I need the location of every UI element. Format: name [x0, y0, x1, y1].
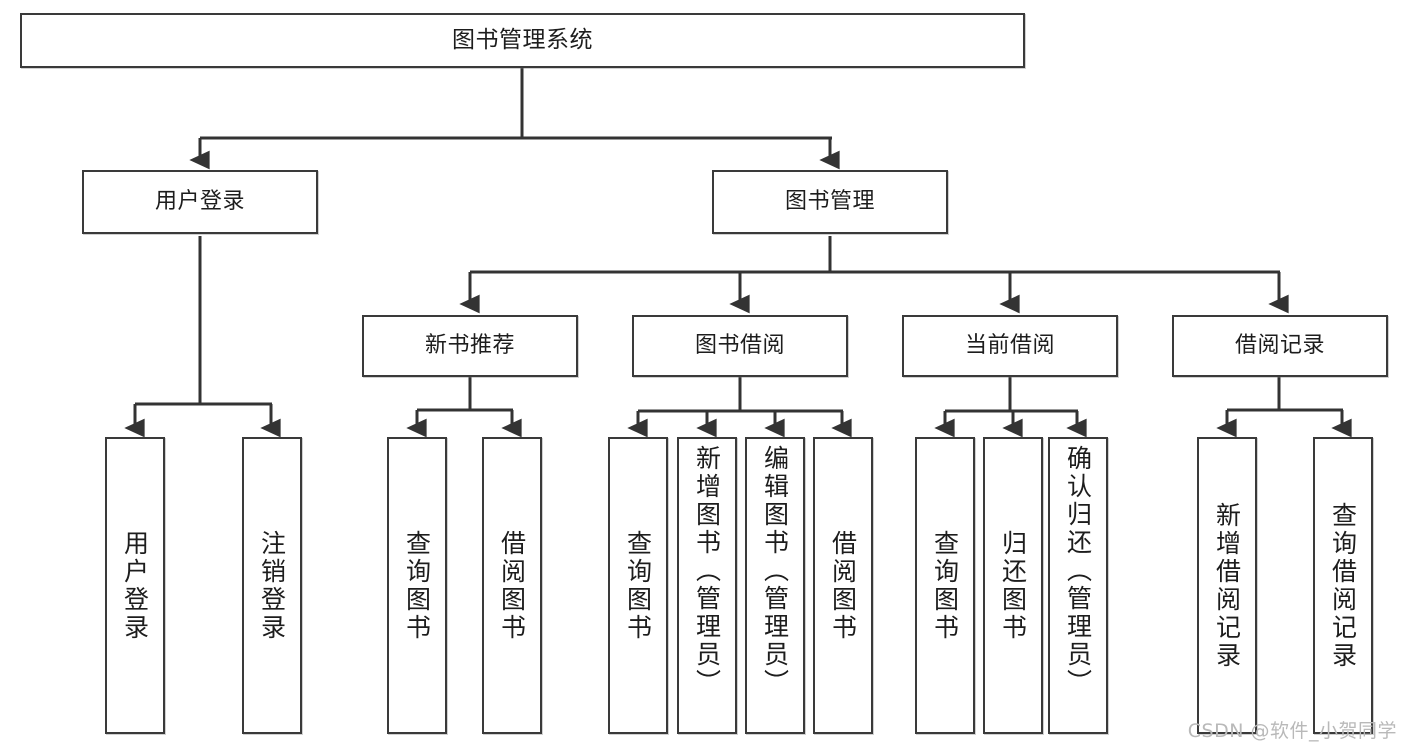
node-root-book-management-system[interactable]: 图书管理系统	[20, 13, 1025, 68]
node-user-login-label: 用户登录	[154, 189, 245, 215]
leaf-borrow-book-2[interactable]: 借阅图书	[813, 437, 873, 734]
leaf-return-book-label: 归还图书	[998, 529, 1028, 642]
leaf-query-record[interactable]: 查询借阅记录	[1313, 437, 1373, 734]
node-book-manage[interactable]: 图书管理	[712, 170, 948, 234]
leaf-confirm-return[interactable]: 确认归还（管理员）	[1048, 437, 1108, 734]
node-new-book-recommend[interactable]: 新书推荐	[362, 315, 578, 377]
node-new-book-recommend-label: 新书推荐	[424, 333, 515, 359]
leaf-borrow-book-2-label: 借阅图书	[828, 529, 858, 642]
leaf-query-record-label: 查询借阅记录	[1328, 501, 1358, 670]
leaf-add-book[interactable]: 新增图书（管理员）	[677, 437, 737, 734]
leaf-borrow-book-1[interactable]: 借阅图书	[482, 437, 542, 734]
leaf-edit-book-label: 编辑图书（管理员）	[760, 445, 790, 697]
leaf-borrow-book-1-label: 借阅图书	[497, 529, 527, 642]
node-current-borrow-label: 当前借阅	[964, 333, 1055, 359]
leaf-logout-login[interactable]: 注销登录	[242, 437, 302, 734]
leaf-add-book-label: 新增图书（管理员）	[692, 445, 722, 697]
leaf-add-record-label: 新增借阅记录	[1212, 501, 1242, 670]
leaf-add-record[interactable]: 新增借阅记录	[1197, 437, 1257, 734]
leaf-logout-login-label: 注销登录	[257, 529, 287, 642]
leaf-return-book[interactable]: 归还图书	[983, 437, 1043, 734]
leaf-edit-book[interactable]: 编辑图书（管理员）	[745, 437, 805, 734]
leaf-query-book-3-label: 查询图书	[930, 529, 960, 642]
node-root-label: 图书管理系统	[452, 27, 593, 54]
leaf-user-login[interactable]: 用户登录	[105, 437, 165, 734]
leaf-user-login-label: 用户登录	[120, 529, 150, 642]
leaf-query-book-3[interactable]: 查询图书	[915, 437, 975, 734]
node-user-login[interactable]: 用户登录	[82, 170, 318, 234]
leaf-query-book-1-label: 查询图书	[402, 529, 432, 642]
leaf-confirm-return-label: 确认归还（管理员）	[1063, 445, 1093, 697]
leaf-query-book-1[interactable]: 查询图书	[387, 437, 447, 734]
node-borrow-record-label: 借阅记录	[1234, 333, 1325, 359]
node-borrow-record[interactable]: 借阅记录	[1172, 315, 1388, 377]
node-current-borrow[interactable]: 当前借阅	[902, 315, 1118, 377]
node-book-borrow[interactable]: 图书借阅	[632, 315, 848, 377]
node-book-borrow-label: 图书借阅	[694, 333, 785, 359]
node-book-manage-label: 图书管理	[784, 189, 875, 215]
leaf-query-book-2[interactable]: 查询图书	[608, 437, 668, 734]
leaf-query-book-2-label: 查询图书	[623, 529, 653, 642]
